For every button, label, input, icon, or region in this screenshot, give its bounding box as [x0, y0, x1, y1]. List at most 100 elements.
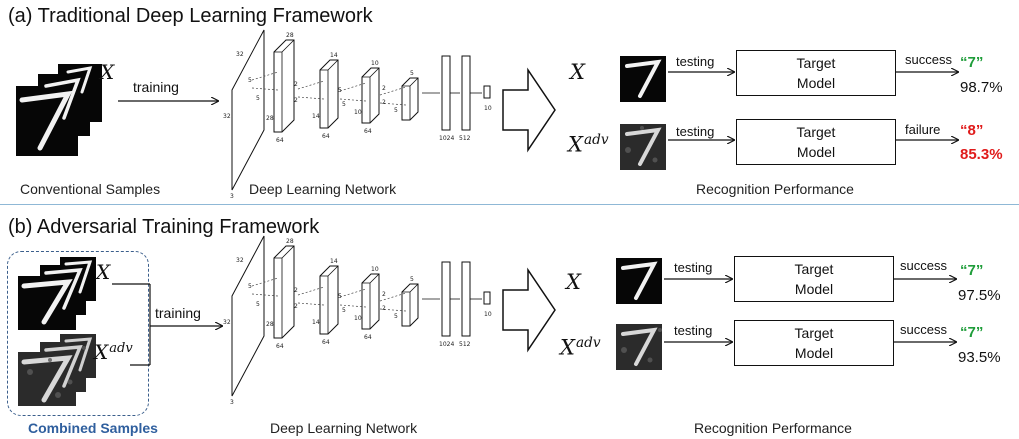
row-a1-predicted-digit: “7”: [960, 54, 984, 71]
caption-network-a: Deep Learning Network: [249, 181, 397, 197]
row-b1-input: X: [566, 270, 581, 294]
layer-dimension-label: 10: [484, 105, 492, 112]
conv-layer-block-edge: [274, 39, 295, 132]
output-layer: [483, 291, 491, 305]
row-b1-result-label: success: [900, 258, 947, 273]
target-model-label: Target: [794, 261, 834, 277]
conv-layer-block-edge: [274, 245, 295, 338]
output-layer: [483, 85, 491, 99]
layer-dimension-label: 10: [371, 266, 379, 273]
layer-dimension-label: 5: [256, 301, 260, 308]
target-model-label: Model: [796, 75, 836, 91]
row-b2-input: Xadv: [560, 335, 601, 360]
layer-dimension-label: 10: [354, 315, 362, 322]
digit-seven-strokes: [19, 59, 662, 403]
layer-dimension-label: 32: [236, 51, 244, 58]
layer-dimension-label: 3: [230, 399, 234, 406]
input-plane: [231, 29, 265, 191]
layer-dimension-label: 1024: [439, 341, 454, 348]
training-label: training: [133, 79, 179, 95]
row-b1-edge-label: testing: [674, 260, 713, 275]
layer-dimension-label: 64: [276, 343, 284, 350]
section-a-title: (a) Traditional Deep Learning Framework: [8, 5, 373, 27]
caption-network-b: Deep Learning Network: [270, 420, 418, 436]
row-b1-accuracy: 97.5%: [958, 287, 1001, 304]
row-a2-edge-label: testing: [676, 124, 715, 139]
layer-dimension-label: 2: [382, 291, 386, 298]
layer-dimension-label: 28: [266, 321, 274, 328]
conv-layer-block: [319, 265, 339, 335]
layer-dimension-label: 2: [294, 97, 298, 104]
target-model-box: Target Model: [734, 256, 894, 302]
conv-layer-block: [319, 59, 339, 129]
row-a1-accuracy: 98.7%: [960, 79, 1003, 96]
row-b2-edge-label: testing: [674, 323, 713, 338]
layer-dimension-label: 64: [276, 137, 284, 144]
training-label: training: [155, 305, 201, 321]
layer-dimension-label: 5: [256, 95, 260, 102]
receptive-field-line: [339, 82, 367, 102]
layer-dimension-label: 5: [410, 276, 414, 283]
row-a1-input: X: [570, 60, 585, 84]
layer-dimension-label: 2: [382, 85, 386, 92]
conv-layer-block-edge: [362, 273, 380, 329]
target-model-label: Target: [796, 124, 836, 140]
receptive-field-line: [297, 80, 325, 100]
layer-dimension-label: 64: [364, 334, 372, 341]
target-model-box: Target Model: [736, 119, 896, 165]
layer-dimension-label: 14: [312, 113, 320, 120]
conv-layer-block: [273, 245, 295, 339]
section-divider: [0, 204, 1019, 205]
layer-dimension-label: 5: [394, 107, 398, 114]
fc-layer: [441, 261, 451, 337]
conv-layer-block-edge: [362, 67, 380, 123]
conv-layer-block-edge: [320, 59, 339, 128]
layer-dimension-label: 10: [354, 109, 362, 116]
conv-layer-block-edge: [402, 283, 419, 326]
input-x-label: X: [100, 60, 115, 84]
conv-layer-block-edge: [402, 77, 419, 120]
target-model-box: Target Model: [736, 50, 896, 96]
layer-dimension-label: 64: [322, 339, 330, 346]
receptive-field-line: [251, 71, 279, 91]
section-b-title: (b) Adversarial Training Framework: [8, 216, 320, 238]
flow-arrow-b: [502, 267, 556, 353]
conv-layer-block-edge: [320, 265, 339, 334]
layer-dimension-label: 32: [223, 113, 231, 120]
layer-dimension-label: 28: [286, 32, 294, 39]
layer-dimension-label: 5: [410, 70, 414, 77]
target-model-label: Model: [794, 281, 834, 297]
layer-dimension-label: 2: [294, 81, 298, 88]
layer-dimension-label: 5: [394, 313, 398, 320]
row-b2-result-label: success: [900, 322, 947, 337]
target-model-box: Target Model: [734, 320, 894, 366]
row-a2-input: Xadv: [568, 132, 609, 157]
layer-dimension-label: 5: [338, 293, 342, 300]
row-b2-accuracy: 93.5%: [958, 349, 1001, 366]
target-model-label: Model: [794, 345, 834, 361]
input-x-label: X: [96, 260, 111, 284]
row-b1-predicted-digit: “7”: [960, 262, 984, 279]
fc-layer: [461, 261, 471, 337]
layer-dimension-label: 5: [342, 307, 346, 314]
adversarial-noise: [27, 126, 662, 398]
layer-dimension-label: 5: [248, 283, 252, 290]
row-a1-edge-label: testing: [676, 54, 715, 69]
receptive-field-line: [379, 292, 407, 312]
layer-dimension-label: 2: [294, 303, 298, 310]
layer-dimension-label: 28: [266, 115, 274, 122]
receptive-field-line: [379, 86, 407, 106]
conv-layer-block: [273, 39, 295, 133]
caption-performance-a: Recognition Performance: [696, 181, 854, 197]
layer-dimension-label: 2: [382, 99, 386, 106]
layer-dimension-label: 5: [342, 101, 346, 108]
conv-layer-block: [361, 273, 380, 330]
layer-dimension-label: 64: [322, 133, 330, 140]
row-a2-result-label: failure: [905, 122, 941, 137]
layer-dimension-label: 10: [371, 60, 379, 67]
fc-layer: [461, 55, 471, 131]
layer-dimension-label: 14: [312, 319, 320, 326]
